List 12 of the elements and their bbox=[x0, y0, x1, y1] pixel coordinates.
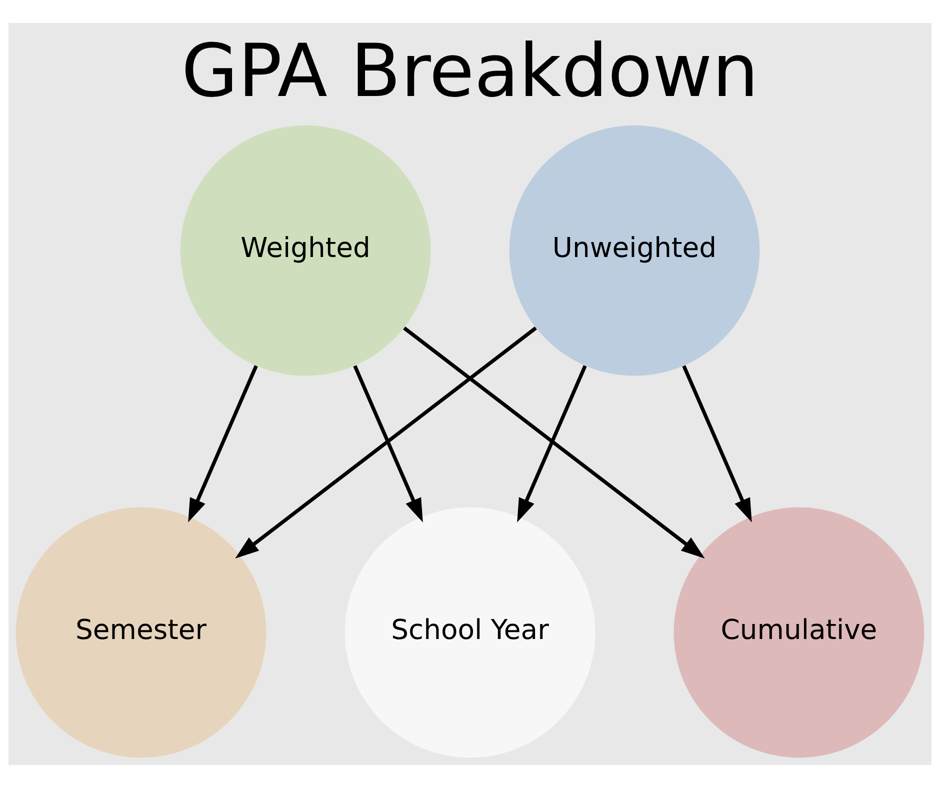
diagram-title: GPA Breakdown bbox=[181, 29, 759, 114]
node-circle: Cumulative bbox=[674, 507, 924, 758]
arrow bbox=[188, 365, 258, 522]
arrow bbox=[517, 365, 587, 522]
node-circle: Weighted bbox=[180, 125, 431, 376]
node-circle: School Year bbox=[344, 507, 596, 758]
node-circle: Unweighted bbox=[509, 125, 760, 376]
arrow bbox=[403, 326, 705, 559]
arrow bbox=[235, 326, 537, 559]
node-circle: Semester bbox=[16, 507, 266, 758]
arrow bbox=[353, 365, 423, 522]
arrow bbox=[682, 365, 752, 522]
